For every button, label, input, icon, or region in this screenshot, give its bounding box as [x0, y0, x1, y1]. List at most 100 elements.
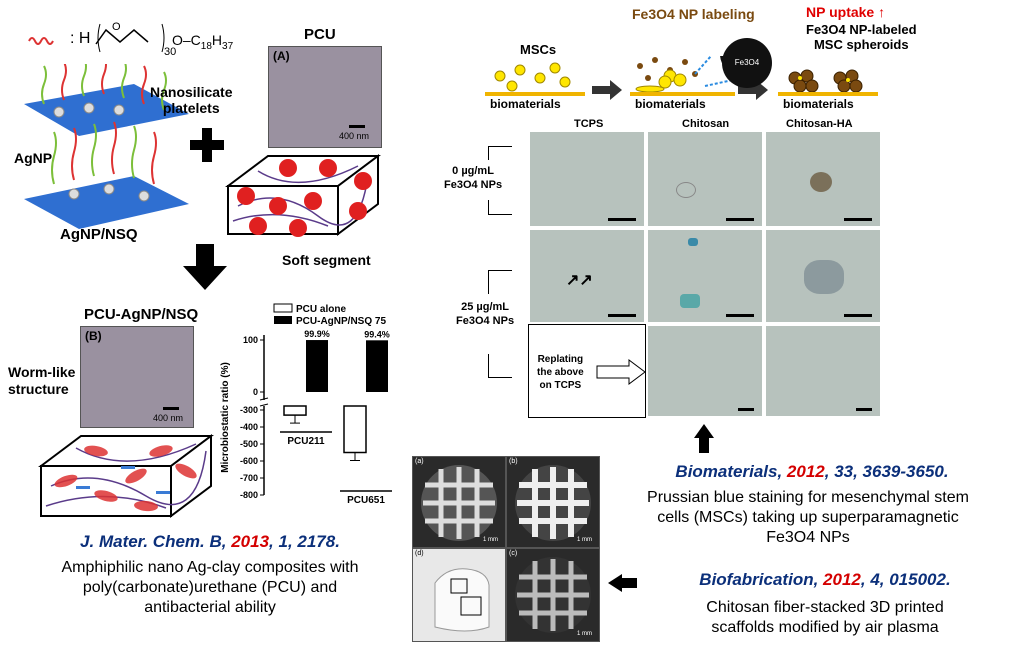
replating-1: Replating: [537, 354, 584, 365]
citation-r1-year: 2012: [786, 462, 825, 481]
legend-label-agnp: PCU-AgNP/NSQ 75: [296, 316, 386, 327]
svg-text:biomaterials: biomaterials: [783, 97, 854, 111]
row1-line1: 0 µg/mL: [452, 165, 494, 177]
replating-text: Replating the above on TCPS: [537, 353, 584, 392]
desc-r1-3: Fe3O4 NPs: [766, 529, 850, 546]
labeled-spheroids-label: Fe3O4 NP-labeled MSC spheroids: [806, 22, 917, 52]
col-chitosan: Chitosan: [682, 118, 730, 130]
legend-swatch-agnp: [274, 316, 292, 324]
sem-panel-c: (c) 1 mm: [506, 548, 600, 642]
composite-scale-text: 400 nm: [153, 413, 184, 423]
left-arrow-icon: [608, 574, 622, 592]
legend-label-pcu: PCU alone: [296, 304, 346, 315]
citation-left: J. Mater. Chem. B, 2013, 1, 2178.: [80, 532, 340, 551]
formula: : H: [70, 30, 91, 47]
row1-line2: Fe3O4 NPs: [444, 179, 503, 191]
microbiostatic-chart: 1000-300-400-500-600-700-800Microbiostat…: [220, 303, 392, 506]
up-arrow-shaft: [699, 437, 709, 453]
sem-a-label: (a): [415, 458, 424, 465]
peg-structure-icon: O: [95, 21, 165, 53]
bar-pcu-agnp: [366, 340, 388, 392]
sem-b-label: (b): [509, 458, 518, 465]
composite-panel-label: (B): [85, 329, 102, 343]
y-tick-label: 0: [253, 387, 258, 397]
pcu-sem-image: (A) 400 nm: [268, 46, 382, 148]
sem-panel-a: (a) 1 mm: [412, 456, 506, 548]
replating-3: on TCPS: [539, 380, 582, 391]
y-tick-label: 100: [243, 335, 258, 345]
row2-line2: Fe3O4 NPs: [456, 315, 515, 327]
citation-r2-rest: , 4, 015002.: [860, 570, 951, 589]
sem-b-scale: 1 mm: [577, 537, 592, 543]
worm-line1: Worm-like: [8, 364, 76, 380]
pcu-title: PCU: [304, 26, 336, 43]
replating-box: Replating the above on TCPS: [528, 324, 646, 418]
sem-c-label: (c): [509, 550, 518, 557]
bar-pcu-alone: [343, 405, 367, 454]
bar-pcu-agnp: [306, 340, 328, 392]
formula-tail: O–C18H37: [172, 32, 233, 52]
col-tcps: TCPS: [574, 118, 604, 130]
citation-r1-rest: , 33, 3639-3650.: [824, 462, 949, 481]
bar-pcu-alone: [283, 405, 307, 416]
data-label: 99.9%: [304, 329, 330, 339]
y-tick-label: -600: [240, 456, 258, 466]
fe3o4-np-zoom: Fe3O4: [722, 38, 772, 88]
desc-left-2: poly(carbonate)urethane (PCU) and: [82, 579, 338, 596]
col-chitosan-ha: Chitosan-HA: [786, 118, 853, 130]
y-tick-label: -500: [240, 439, 258, 449]
nanosilicate-label: Nanosilicate platelets: [150, 84, 232, 116]
citation-left-journal: J. Mater. Chem. B: [80, 532, 222, 551]
polymer-chain-icon: [28, 37, 54, 45]
replating-arrow-icon: [596, 359, 646, 385]
pcu-box-illustration: [225, 154, 381, 237]
row2-line1: 25 µg/mL: [461, 301, 509, 313]
desc-r2-2: scaffolds modified by air plasma: [711, 619, 939, 636]
micro-r1-tcps: [528, 130, 646, 228]
composite-title: PCU-AgNP/NSQ: [84, 306, 199, 323]
data-label: 99.4%: [364, 329, 390, 339]
formula-37: 37: [222, 40, 234, 52]
nanosilicate-line2: platelets: [162, 100, 220, 116]
axis-break: [259, 397, 269, 401]
down-arrow-shaft: [196, 244, 214, 266]
pcu-scale-text: 400 nm: [339, 131, 370, 141]
nanosilicate-platelets-illustration: [24, 64, 189, 229]
micro-r2-chitosan: [646, 228, 764, 324]
citation-r2-journal: Biofabrication: [699, 570, 814, 589]
citation-right1: Biomaterials, 2012, 33, 3639-3650.: [675, 462, 949, 481]
micro-r2-chitosan-ha: [764, 228, 882, 324]
svg-text:biomaterials: biomaterials: [490, 97, 561, 111]
svg-text:biomaterials: biomaterials: [635, 97, 706, 111]
labeled-line1: Fe3O4 NP-labeled: [806, 22, 917, 37]
sem-c-scale: 1 mm: [577, 631, 592, 637]
nanosilicate-line1: Nanosilicate: [150, 84, 233, 100]
composite-box-illustration: [38, 434, 214, 518]
y-axis-label: Microbiostatic ratio (%): [220, 362, 231, 473]
category-label: PCU651: [347, 495, 385, 506]
agnp-label: AgNP: [14, 150, 53, 166]
soft-segment-label: Soft segment: [282, 252, 371, 268]
sem-a-scale: 1 mm: [483, 537, 498, 543]
np-uptake-label: NP uptake ↑: [806, 4, 886, 20]
desc-left-3: antibacterial ability: [144, 599, 276, 616]
citation-left-description: Amphiphilic nano Ag-clay composites with…: [10, 558, 410, 618]
pcu-panel-label: (A): [273, 49, 290, 63]
formula-c18: 18: [200, 40, 212, 52]
left-arrow-shaft: [621, 578, 637, 588]
desc-r1-1: Prussian blue staining for mesenchymal s…: [647, 489, 969, 506]
citation-r2-description: Chitosan fiber-stacked 3D printed scaffo…: [640, 598, 1010, 638]
formula-sub30: 30: [164, 46, 177, 58]
axis-break: [259, 403, 269, 407]
worm-line2: structure: [8, 381, 69, 397]
sem-d-label: (d): [415, 550, 424, 557]
replating-2: the above: [537, 367, 584, 378]
legend-swatch-pcu: [273, 303, 293, 313]
category-label: PCU211: [287, 436, 325, 447]
citation-r1-description: Prussian blue staining for mesenchymal s…: [606, 488, 1010, 548]
citation-left-rest: , 1, 2178.: [269, 532, 340, 551]
y-tick-label: -300: [240, 405, 258, 415]
citation-r1-journal: Biomaterials: [675, 462, 778, 481]
composite-sem-image: (B) 400 nm: [80, 326, 194, 428]
row1-label: 0 µg/mL Fe3O4 NPs: [444, 164, 502, 192]
